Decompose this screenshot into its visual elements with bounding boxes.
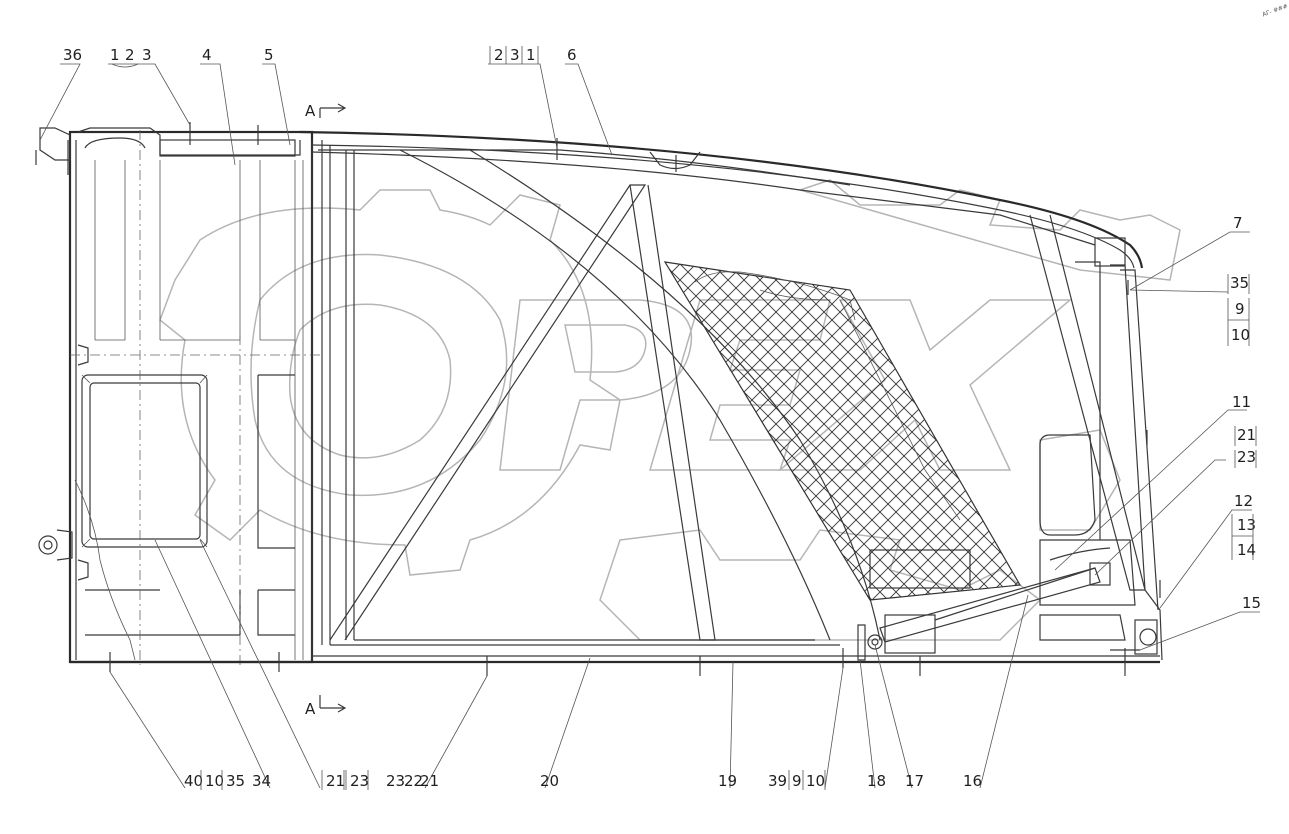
leader-lines (39, 63, 1260, 789)
label-36: 36 (63, 46, 82, 64)
label-12: 12 (1234, 492, 1253, 510)
label-5: 5 (264, 46, 274, 64)
label-17: 17 (905, 772, 924, 790)
labels-right: 7 35 9 10 11 21 23 12 13 14 15 (1227, 214, 1261, 612)
label-3: 3 (142, 46, 152, 64)
roof-profile (299, 130, 1144, 269)
label-11: 11 (1232, 393, 1251, 411)
diagonal-braces (329, 149, 1146, 641)
section-mark-top: A (305, 102, 316, 120)
label-2b: 2 (494, 46, 504, 64)
door-sill (70, 639, 1160, 664)
label-35c: 35 (226, 772, 245, 790)
label-9: 9 (1235, 300, 1245, 318)
label-14: 14 (1237, 541, 1256, 559)
label-34: 34 (252, 772, 271, 790)
door-frame-right (1039, 261, 1163, 661)
door-frame-left (35, 127, 320, 665)
label-21c: 21 (326, 772, 345, 790)
label-23c: 23 (350, 772, 369, 790)
door-pillar (311, 140, 355, 662)
label-21d: 21 (420, 772, 439, 790)
label-1: 1 (110, 46, 120, 64)
label-10d: 10 (806, 772, 825, 790)
section-mark-bottom: A (305, 700, 316, 718)
label-35: 35 (1230, 274, 1249, 292)
label-19: 19 (718, 772, 737, 790)
label-39: 39 (768, 772, 787, 790)
label-13: 13 (1237, 516, 1256, 534)
label-16: 16 (963, 772, 982, 790)
label-3b: 3 (510, 46, 520, 64)
bolts (67, 122, 1161, 676)
label-18: 18 (867, 772, 886, 790)
label-21: 21 (1237, 426, 1256, 444)
label-20: 20 (540, 772, 559, 790)
corner-mark: AΓ- ### (1261, 3, 1288, 19)
label-2: 2 (125, 46, 135, 64)
label-9c: 9 (792, 772, 802, 790)
label-4: 4 (202, 46, 212, 64)
labels-bottom: 40 10 35 34 21 23 23 22 21 20 19 39 9 10… (184, 770, 982, 790)
label-23d: 23 (386, 772, 405, 790)
label-1b: 1 (526, 46, 536, 64)
labels-top: 36 1 2 3 4 5 2 3 1 6 (63, 46, 577, 68)
label-10c: 10 (205, 772, 224, 790)
gas-strut (857, 547, 1111, 661)
label-10: 10 (1231, 326, 1250, 344)
label-6: 6 (567, 46, 577, 64)
label-40: 40 (184, 772, 203, 790)
hatched-glass-panel (663, 261, 1021, 601)
label-22: 22 (404, 772, 423, 790)
label-15: 15 (1242, 594, 1261, 612)
label-7: 7 (1233, 214, 1243, 232)
label-23: 23 (1237, 448, 1256, 466)
